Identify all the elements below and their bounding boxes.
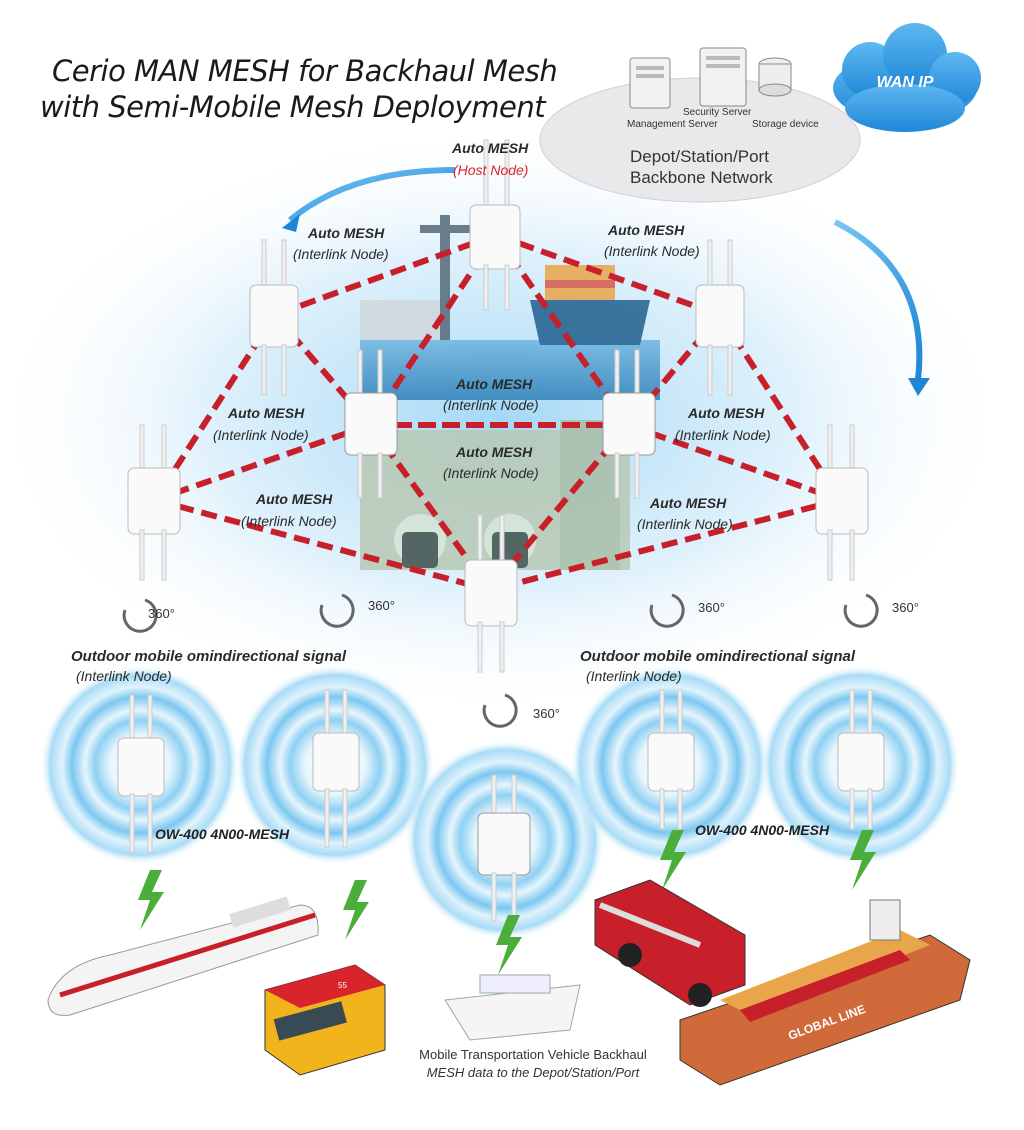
interlink-node-ap-icon — [815, 424, 869, 581]
management-server-label: Management Server — [627, 119, 718, 130]
caption-line-1: Mobile Transportation Vehicle Backhaul — [419, 1047, 647, 1062]
mesh-label-role: (Interlink Node) — [675, 427, 771, 443]
wan-cloud-icon — [833, 23, 981, 132]
interlink-node-ap-icon — [127, 424, 181, 581]
host-node-ap-icon — [469, 139, 521, 311]
outdoor-signal-title: Outdoor mobile omindirectional signal — [71, 648, 347, 665]
port-scene-illustration — [360, 215, 660, 570]
background-glow — [0, 120, 1020, 720]
mobile-node-ap-icon — [117, 694, 165, 853]
mesh-label-role: (Interlink Node) — [443, 397, 539, 413]
interlink-node-ap-icon — [249, 239, 299, 396]
bus-number: 55 — [338, 981, 347, 990]
caption: Mobile Transportation Vehicle Backhaul M… — [388, 1046, 678, 1082]
mesh-label-title: Auto MESH — [228, 405, 305, 421]
host-node-role: (Host Node) — [453, 162, 529, 178]
rotation-label: 360° — [892, 600, 919, 615]
outdoor-signal-role: (Interlink Node) — [586, 668, 682, 684]
rotation-icon — [122, 593, 879, 728]
host-node-title: Auto MESH — [452, 140, 529, 156]
interlink-node-ap-icon — [602, 349, 656, 499]
mesh-label-role: (Interlink Node) — [637, 516, 733, 532]
management-server-icon — [629, 57, 671, 109]
mesh-label-role: (Interlink Node) — [443, 465, 539, 481]
mesh-label-title: Auto MESH — [688, 405, 765, 421]
mesh-label-title: Auto MESH — [308, 225, 385, 241]
fire-truck-illustration — [594, 879, 746, 1007]
rotation-label: 360° — [148, 606, 175, 621]
rotation-label: 360° — [698, 600, 725, 615]
model-label: OW-400 4N00-MESH — [155, 826, 290, 842]
title-line-1: Cerio MAN MESH for Backhaul Mesh — [52, 54, 558, 88]
backbone-line-2: Backbone Network — [630, 168, 773, 187]
left-curved-arrow — [288, 167, 456, 223]
rotation-label: 360° — [533, 706, 560, 721]
rotation-label: 360° — [368, 598, 395, 613]
cruise-ship-illustration — [444, 974, 581, 1041]
mobile-node-ap-icon — [837, 689, 885, 830]
caption-line-2: MESH data to the Depot/Station/Port — [426, 1065, 640, 1080]
cargo-ship-illustration: GLOBAL LINE — [679, 899, 971, 1086]
mesh-label-title: Auto MESH — [608, 222, 685, 238]
title-line-2: with Semi-Mobile Mesh Deployment — [40, 90, 546, 124]
interlink-node-ap-icon — [464, 514, 518, 673]
mesh-label-role: (Interlink Node) — [241, 513, 337, 529]
mesh-label-title: Auto MESH — [650, 495, 727, 511]
backbone-network-label: Depot/Station/Port Backbone Network — [630, 146, 773, 188]
mesh-label-role: (Interlink Node) — [213, 427, 309, 443]
train-illustration — [47, 896, 319, 1016]
outdoor-signal-role: (Interlink Node) — [76, 668, 172, 684]
mesh-label-title: Auto MESH — [456, 444, 533, 460]
mobile-node-ap-icon — [647, 689, 695, 830]
bus-illustration: 55 — [264, 964, 386, 1076]
security-server-label: Security Server — [683, 107, 752, 118]
mesh-label-title: Auto MESH — [456, 376, 533, 392]
outdoor-signal-title: Outdoor mobile omindirectional signal — [580, 648, 856, 665]
mesh-label-title: Auto MESH — [256, 491, 333, 507]
mobile-node-ap-icon — [477, 774, 531, 922]
wan-ip-label: WAN IP — [876, 74, 934, 91]
security-server-icon — [699, 47, 747, 107]
backbone-line-1: Depot/Station/Port — [630, 147, 769, 166]
right-curved-arrow — [833, 219, 923, 381]
storage-device-label: Storage device — [752, 119, 819, 130]
mesh-label-role: (Interlink Node) — [293, 246, 389, 262]
storage-device-icon — [758, 57, 792, 97]
model-label: OW-400 4N00-MESH — [695, 822, 830, 838]
interlink-node-ap-icon — [695, 239, 745, 396]
mobile-node-ap-icon — [312, 689, 360, 848]
mesh-label-role: (Interlink Node) — [604, 243, 700, 259]
lightning-bolt-icon — [138, 830, 876, 975]
interlink-node-ap-icon — [344, 349, 398, 499]
